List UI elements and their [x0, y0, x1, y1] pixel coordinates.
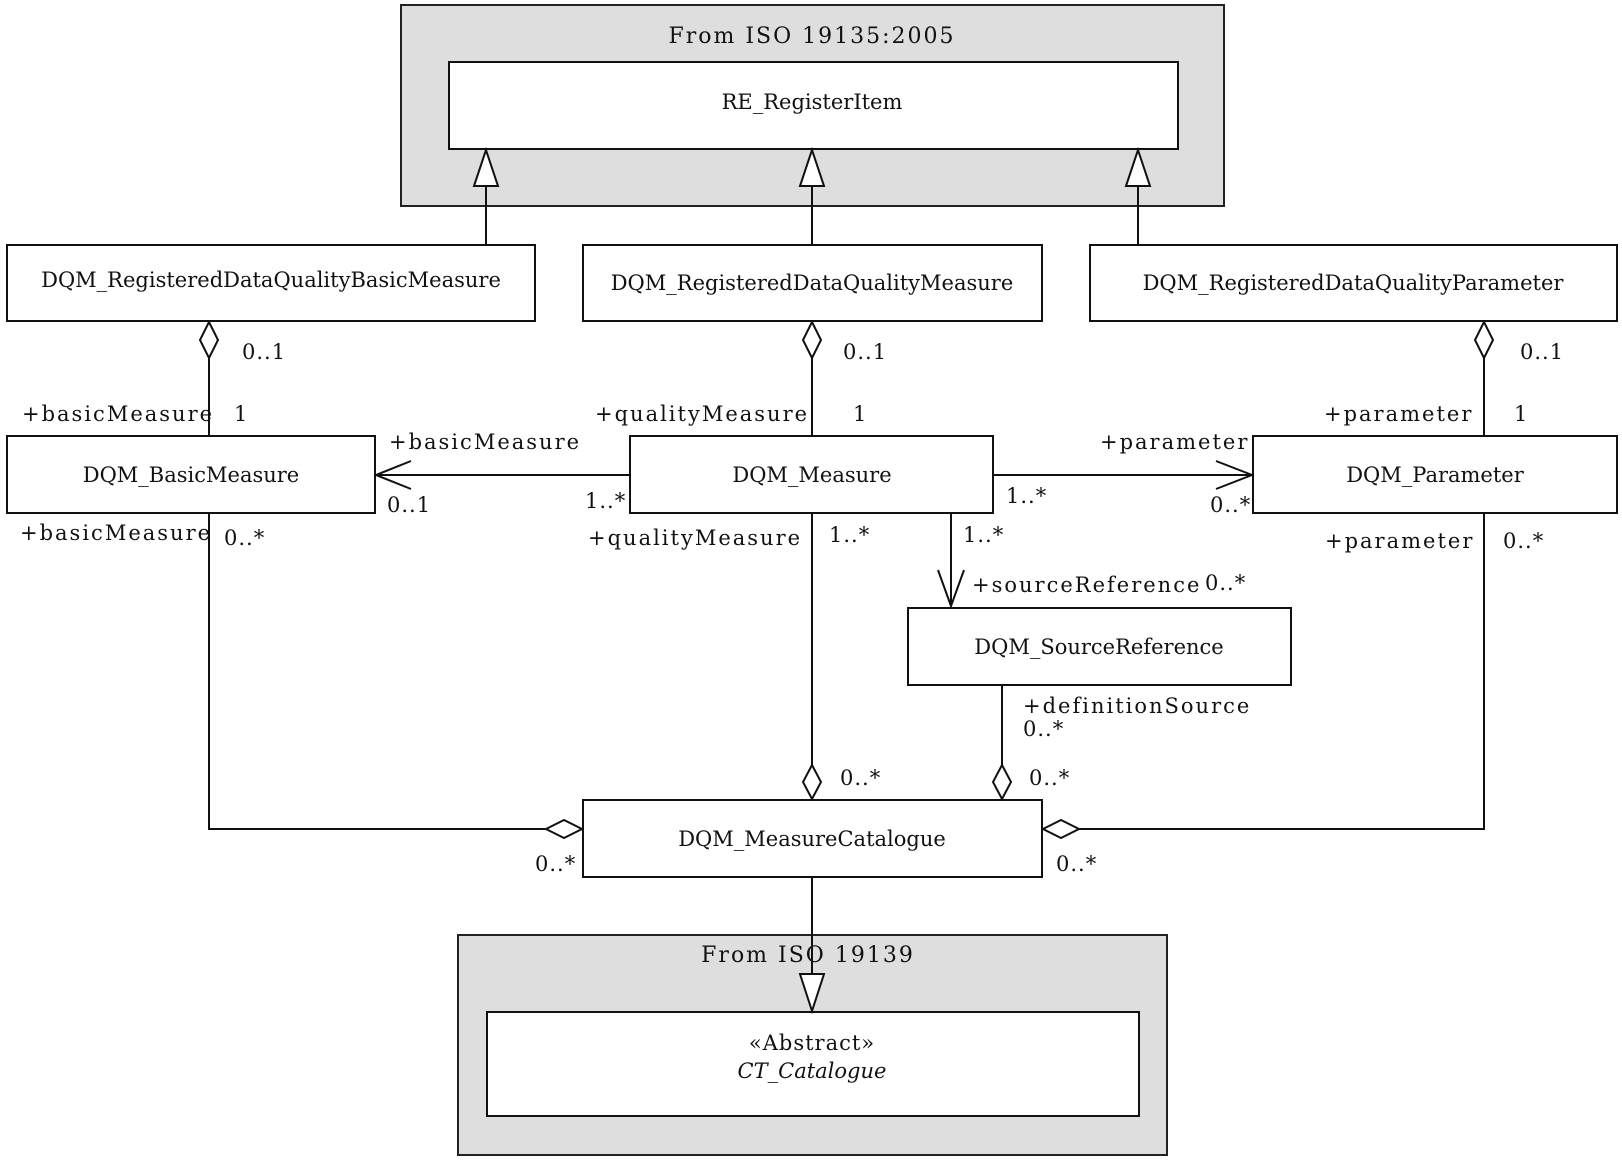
class-registered-parameter: DQM_RegisteredDataQualityParameter [1089, 244, 1618, 322]
connectors [208, 186, 1485, 974]
class-basic-measure: DQM_BasicMeasure [6, 435, 376, 514]
class-measure-catalogue: DQM_MeasureCatalogue [582, 799, 1043, 878]
aggregation-diamond-registered-parameter [1473, 319, 1495, 361]
role-quality-measure-bottom: +qualityMeasure [588, 526, 802, 550]
role-parameter-bottom: +parameter [1325, 529, 1474, 553]
mult-source-reference: 0..* [1205, 571, 1246, 595]
role-assoc-parameter: +parameter [1100, 430, 1249, 454]
class-ct-catalogue-stereotype: «Abstract» [749, 1031, 875, 1055]
mult-catalogue-measure: 0..* [840, 766, 881, 790]
class-ct-catalogue-name: CT_Catalogue [738, 1059, 887, 1083]
role-basic-measure-bottom: +basicMeasure [20, 521, 212, 545]
mult-catalogue-parameter: 0..* [1056, 852, 1097, 876]
class-parameter-name: DQM_Parameter [1346, 463, 1525, 487]
aggregation-diamond-catalogue-source [991, 762, 1013, 802]
mult-measure-bottom: 1..* [829, 523, 870, 547]
navigable-arrow-source-reference [937, 569, 965, 609]
role-quality-measure-top: +qualityMeasure [595, 402, 809, 426]
generalization-triangle-parameter [1124, 146, 1152, 187]
role-parameter-top: +parameter [1324, 402, 1473, 426]
mult-assoc-basic: 0..1 [387, 493, 431, 517]
class-measure-box [629, 435, 994, 514]
aggregation-diamond-catalogue-basic [543, 818, 585, 840]
association-labels: 0..1 0..1 0..1 +basicMeasure 1 +qualityM… [20, 340, 1564, 876]
mult-basic-one: 1 [234, 402, 248, 426]
aggregation-diamond-catalogue-measure [801, 762, 823, 802]
mult-registered-parameter: 0..1 [1520, 340, 1564, 364]
mult-assoc-parameter: 0..* [1210, 493, 1251, 517]
class-registered-measure-name: DQM_RegisteredDataQualityMeasure [611, 271, 1014, 295]
generalization-triangle-measure [798, 146, 826, 187]
class-registered-measure-box [582, 244, 1043, 322]
mult-registered-measure: 0..1 [843, 340, 887, 364]
class-source-reference: DQM_SourceReference [907, 607, 1292, 686]
aggregation-diamond-registered-measure [801, 319, 823, 361]
class-ct-catalogue-box [486, 1011, 1140, 1117]
generalization-triangle-basic [472, 146, 500, 187]
package-iso-19135-title: From ISO 19135:2005 [668, 24, 955, 49]
navigable-arrow-parameter [1215, 460, 1255, 490]
class-parameter-box [1252, 435, 1618, 514]
package-iso-19139-title: From ISO 19139 [701, 943, 915, 968]
class-measure: DQM_Measure [629, 435, 994, 514]
class-source-reference-box [907, 607, 1292, 686]
aggregation-diamond-catalogue-parameter [1040, 818, 1082, 840]
role-source-reference: +sourceReference [972, 573, 1201, 597]
role-assoc-basic-measure: +basicMeasure [389, 430, 581, 454]
aggregation-line-catalogue-parameter [1078, 513, 1485, 830]
class-source-reference-name: DQM_SourceReference [974, 635, 1223, 659]
class-re-register-item-box [448, 61, 1179, 150]
mult-source-source: 1..* [963, 523, 1004, 547]
mult-definition-source: 0..* [1023, 717, 1064, 741]
class-ct-catalogue: «Abstract» CT_Catalogue [486, 1011, 1140, 1117]
class-registered-parameter-name: DQM_RegisteredDataQualityParameter [1143, 271, 1565, 295]
mult-assoc-basic-source: 1..* [585, 489, 626, 513]
class-parameter: DQM_Parameter [1252, 435, 1618, 514]
class-registered-measure: DQM_RegisteredDataQualityMeasure [582, 244, 1043, 322]
class-basic-measure-name: DQM_BasicMeasure [83, 463, 299, 487]
role-definition-source: +definitionSource [1023, 694, 1251, 718]
navigable-arrow-basic [373, 460, 412, 490]
connector-ends [198, 146, 1495, 1015]
class-registered-basic-measure-box [6, 244, 536, 322]
aggregation-diamond-registered-basic [198, 319, 220, 361]
class-re-register-item: RE_RegisterItem [448, 61, 1179, 150]
mult-measure-one: 1 [853, 402, 867, 426]
class-measure-catalogue-box [582, 799, 1043, 878]
class-registered-basic-measure-name: DQM_RegisteredDataQualityBasicMeasure [41, 268, 501, 292]
role-basic-measure-top: +basicMeasure [22, 402, 214, 426]
mult-parameter-one: 1 [1514, 402, 1528, 426]
generalization-triangle-catalogue [798, 973, 826, 1015]
class-registered-parameter-box [1089, 244, 1618, 322]
mult-catalogue-basic: 0..* [535, 852, 576, 876]
class-measure-name: DQM_Measure [732, 463, 891, 487]
aggregation-line-catalogue-basic [208, 513, 546, 830]
class-registered-basic-measure: DQM_RegisteredDataQualityBasicMeasure [6, 244, 536, 322]
mult-parameter-bottom: 0..* [1503, 529, 1544, 553]
class-re-register-item-name: RE_RegisterItem [722, 90, 903, 114]
class-measure-catalogue-name: DQM_MeasureCatalogue [678, 827, 946, 851]
mult-assoc-parameter-source: 1..* [1006, 484, 1047, 508]
mult-catalogue-source: 0..* [1029, 766, 1070, 790]
mult-registered-basic: 0..1 [242, 340, 286, 364]
mult-basic-bottom: 0..* [224, 526, 265, 550]
